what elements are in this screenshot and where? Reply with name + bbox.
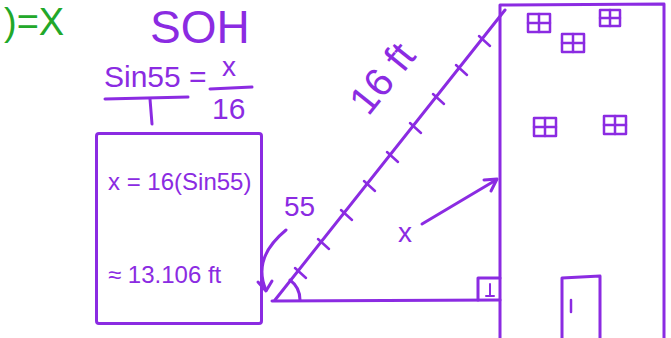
answer-text: x = 16(Sin55) [108,169,251,195]
right-angle-mark [478,278,500,300]
fraction-bar [210,87,252,89]
right-angle-mark [486,284,494,296]
denominator: 16 [212,92,245,125]
unknown-label: x [398,218,412,249]
equation-fragment: )=X [4,2,64,44]
building-outline [500,4,664,338]
angle-arc [290,280,300,300]
tick-line [150,99,152,124]
pointer-arrow [262,230,286,290]
answer-text: ≈ 13.106 ft [108,262,221,288]
length-label: 16 ft [340,34,423,122]
arrow-head [484,179,497,191]
pointer-arrow [422,180,496,224]
angle-label: 55 [284,192,315,223]
door-knob [570,300,573,312]
ladder-line [275,10,505,300]
mnemonic-text: SOH [150,2,250,53]
window-symbols [528,10,626,136]
door-symbol [562,276,600,338]
answer-box: x = 16(Sin55) ≈ 13.106 ft [95,132,263,325]
underline [105,97,188,99]
numerator: x [222,52,236,83]
equation-text: Sin55 = [104,60,207,93]
ground-line [272,300,500,301]
